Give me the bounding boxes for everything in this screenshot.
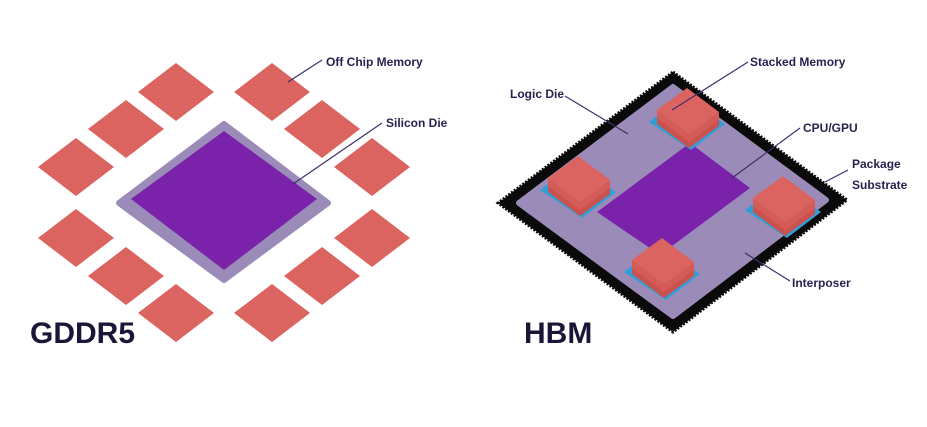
- gddr5-memory-chip: [284, 100, 360, 158]
- hbm-memory-stack: [540, 156, 616, 218]
- package-substrate-label-line1: Package: [852, 157, 901, 171]
- hbm-memory-stack: [649, 88, 725, 150]
- hbm-title: HBM: [524, 317, 592, 350]
- gddr5-memory-chip: [284, 247, 360, 305]
- hbm-memory-stack: [745, 176, 821, 238]
- stacked-memory-leader: [671, 61, 749, 111]
- gddr5-memory-chips: [38, 63, 410, 342]
- gddr5-memory-chip: [38, 138, 114, 196]
- off-chip-memory-leader: [287, 59, 323, 83]
- memory-layer-side: [548, 186, 610, 216]
- gddr5-title: GDDR5: [30, 317, 135, 350]
- interposer-label: Interposer: [792, 276, 851, 290]
- memory-layer-side: [753, 206, 815, 236]
- gddr5-memory-chip: [138, 63, 214, 121]
- gddr5-memory-chip: [334, 209, 410, 267]
- memory-layer-top: [753, 176, 815, 222]
- gddr5-memory-chip: [138, 284, 214, 342]
- cpu-gpu-leader: [731, 127, 801, 179]
- gddr5-memory-chip: [88, 100, 164, 158]
- silicon-die-label: Silicon Die: [386, 116, 448, 130]
- silicon-die-leader: [292, 122, 383, 185]
- gddr5-memory-chip: [234, 284, 310, 342]
- hbm-cpu-gpu: [597, 143, 750, 255]
- gddr5-memory-chip: [234, 63, 310, 121]
- cpu-gpu-label: CPU/GPU: [803, 121, 858, 135]
- hbm-stacked-memory-group: [540, 88, 821, 300]
- gddr5-silicon-die: [131, 131, 317, 270]
- memory-layer-top: [657, 88, 719, 134]
- memory-layer-top: [548, 156, 610, 202]
- stacked-memory-label: Stacked Memory: [750, 55, 846, 69]
- logic-die-leader: [564, 95, 629, 135]
- package-substrate-label-line2: Substrate: [852, 178, 908, 192]
- gddr5-memory-chip: [334, 138, 410, 196]
- memory-layer-side: [632, 268, 694, 298]
- memory-layer-top: [632, 238, 694, 284]
- off-chip-memory-label: Off Chip Memory: [326, 55, 423, 69]
- hbm-memory-stack: [624, 238, 700, 300]
- package-substrate-leader: [824, 169, 849, 183]
- interposer-leader: [744, 252, 791, 282]
- logic-die-label: Logic Die: [510, 87, 564, 101]
- memory-layer-side: [657, 118, 719, 148]
- gddr5-memory-chip: [88, 247, 164, 305]
- gddr5-memory-chip: [38, 209, 114, 267]
